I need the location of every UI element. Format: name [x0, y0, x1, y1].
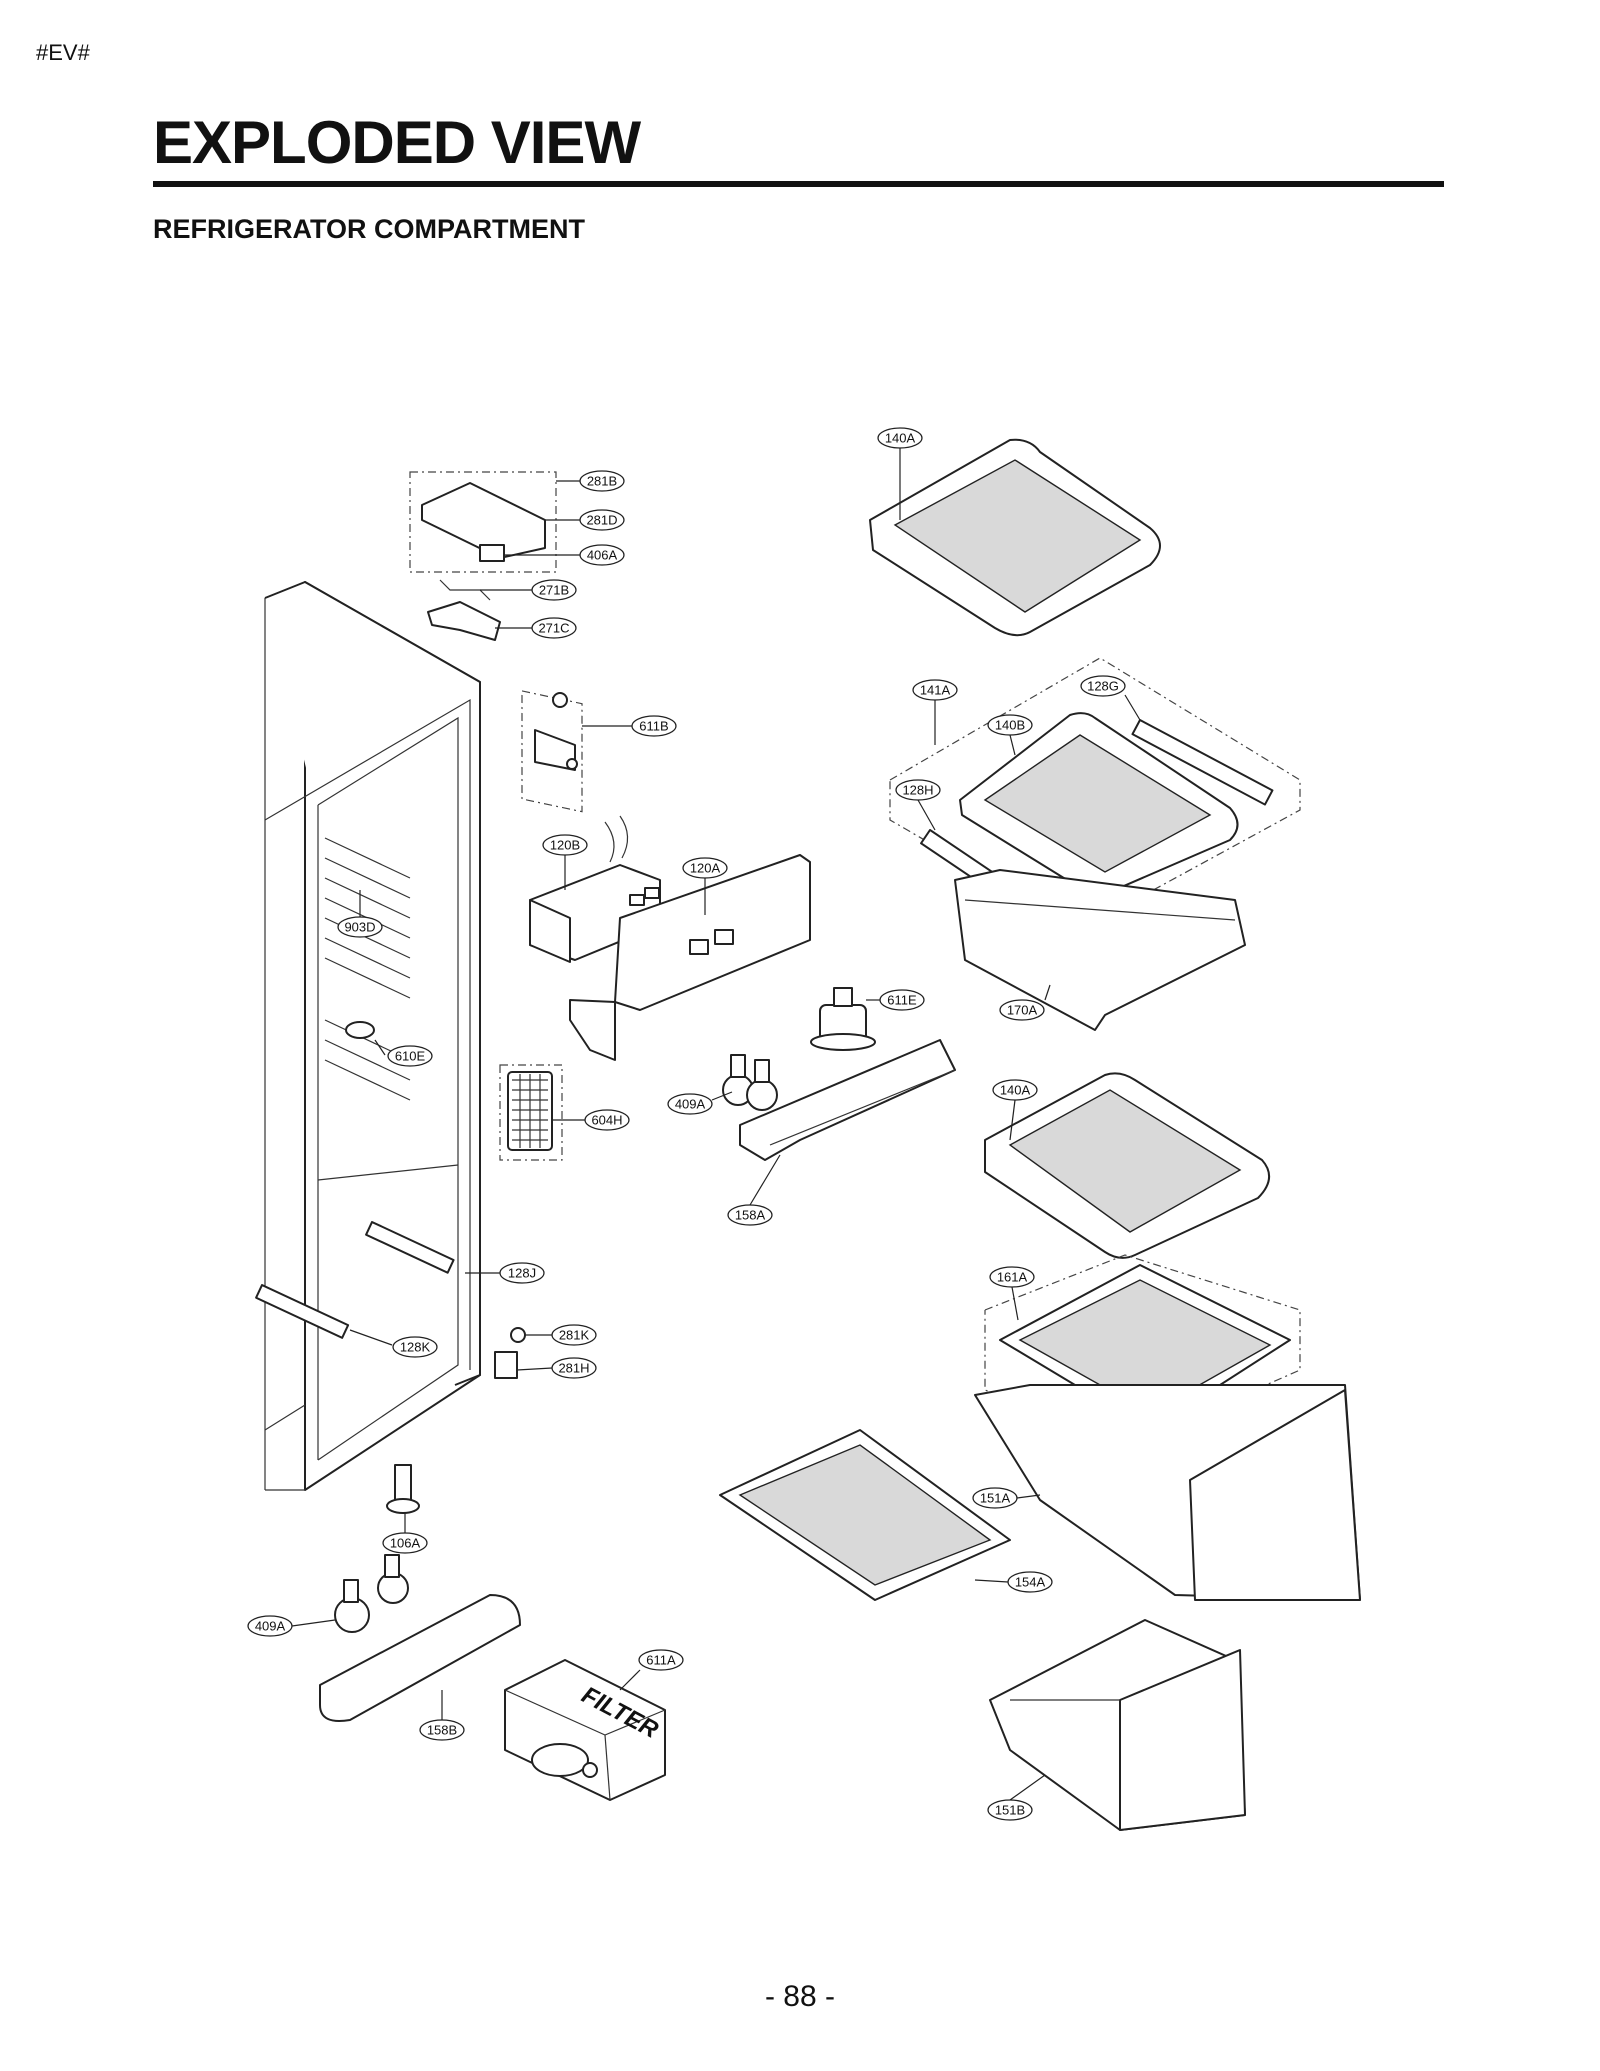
callout-140A-top: 140A — [877, 427, 923, 520]
page-number: - 88 - — [764, 1980, 836, 2013]
lower-drawer — [989, 1619, 1246, 1831]
callout-128H: 128H — [895, 779, 941, 831]
svg-text:158A: 158A — [735, 1208, 766, 1223]
shelf-top — [869, 438, 1161, 637]
shelf-assembly-middle — [889, 657, 1301, 1031]
svg-text:128H: 128H — [902, 783, 933, 798]
lamp-cover-lower — [319, 1594, 521, 1722]
lamp-cover-upper — [739, 1039, 956, 1161]
callout-611B: 611B — [582, 715, 677, 737]
svg-text:140B: 140B — [995, 718, 1025, 733]
control-box-assembly — [409, 471, 557, 641]
callout-409A-lower: 409A — [247, 1615, 336, 1637]
svg-text:158B: 158B — [427, 1723, 457, 1738]
svg-text:611A: 611A — [646, 1653, 676, 1668]
svg-text:151B: 151B — [995, 1803, 1025, 1818]
svg-text:161A: 161A — [997, 1270, 1028, 1285]
water-filter-box: FILTER — [504, 1659, 666, 1801]
callout-611E: 611E — [866, 989, 925, 1011]
callout-271C: 271C — [495, 617, 577, 639]
callout-170A: 170A — [999, 984, 1051, 1021]
callout-903D: 903D — [337, 890, 383, 938]
page-subtitle: REFRIGERATOR COMPARTMENT — [153, 214, 585, 244]
callout-140A-middle: 140A — [992, 1079, 1038, 1141]
svg-text:106A: 106A — [390, 1536, 421, 1551]
title-rule — [153, 181, 1444, 187]
svg-text:610E: 610E — [395, 1049, 426, 1064]
svg-text:120B: 120B — [550, 838, 580, 853]
callout-409A-upper: 409A — [667, 1091, 733, 1115]
callout-604H: 604H — [552, 1109, 630, 1131]
callout-271B: 271B — [480, 579, 577, 601]
lamp-bulbs-upper — [722, 1054, 778, 1111]
shelf-middle — [984, 1072, 1270, 1259]
glass-tray — [719, 1429, 1011, 1601]
leveling-leg — [386, 1464, 420, 1514]
svg-text:409A: 409A — [255, 1619, 286, 1634]
svg-text:271C: 271C — [538, 621, 569, 636]
callout-281B: 281B — [556, 470, 625, 492]
lamp-bulbs-lower — [334, 1554, 409, 1633]
callout-120B: 120B — [542, 834, 588, 890]
svg-text:611E: 611E — [887, 993, 917, 1008]
control-bracket — [569, 854, 811, 1061]
svg-text:140A: 140A — [1000, 1083, 1031, 1098]
callout-140B: 140B — [987, 714, 1033, 756]
svg-text:141A: 141A — [920, 683, 951, 698]
callout-611A: 611A — [619, 1649, 684, 1691]
svg-text:120A: 120A — [690, 861, 721, 876]
svg-text:903D: 903D — [344, 920, 375, 935]
callout-141A: 141A — [912, 679, 958, 745]
svg-text:271B: 271B — [539, 583, 569, 598]
svg-text:281H: 281H — [558, 1361, 589, 1376]
callout-151A: 151A — [972, 1487, 1041, 1509]
svg-text:140A: 140A — [885, 431, 916, 446]
water-valve-bracket — [521, 690, 583, 813]
callout-161A: 161A — [989, 1266, 1035, 1321]
callout-128K: 128K — [349, 1329, 438, 1358]
callout-154A: 154A — [974, 1571, 1053, 1593]
svg-text:409A: 409A — [675, 1097, 706, 1112]
svg-text:611B: 611B — [639, 719, 668, 734]
svg-text:281D: 281D — [586, 513, 617, 528]
callout-106A: 106A — [382, 1512, 428, 1554]
callout-158B: 158B — [419, 1690, 465, 1741]
svg-text:170A: 170A — [1007, 1003, 1038, 1018]
light-grille — [499, 1064, 563, 1161]
callout-120A: 120A — [682, 857, 728, 915]
svg-text:281K: 281K — [559, 1328, 590, 1343]
callout-128J: 128J — [465, 1262, 545, 1284]
callout-406A: 406A — [504, 544, 625, 566]
callout-281D: 281D — [545, 509, 625, 531]
cabinet-body — [255, 581, 481, 1491]
svg-text:151A: 151A — [980, 1491, 1011, 1506]
pantry-assembly — [974, 1254, 1361, 1601]
callout-158A: 158A — [727, 1154, 781, 1226]
callout-128G: 128G — [1080, 675, 1141, 721]
svg-text:406A: 406A — [587, 548, 618, 563]
svg-text:128J: 128J — [508, 1266, 536, 1281]
page-tag: #EV# — [36, 40, 90, 65]
svg-text:154A: 154A — [1015, 1575, 1046, 1590]
filter-head — [810, 987, 876, 1051]
svg-text:128K: 128K — [400, 1340, 431, 1355]
svg-text:281B: 281B — [587, 474, 617, 489]
callout-610E: 610E — [374, 1039, 433, 1067]
svg-text:604H: 604H — [591, 1113, 622, 1128]
hinge-parts — [494, 1327, 526, 1379]
svg-text:128G: 128G — [1087, 679, 1119, 694]
callout-151B: 151B — [987, 1774, 1046, 1821]
callout-281K: 281K — [525, 1324, 597, 1346]
callout-281H: 281H — [516, 1357, 597, 1379]
page-title: EXPLODED VIEW — [153, 109, 641, 176]
